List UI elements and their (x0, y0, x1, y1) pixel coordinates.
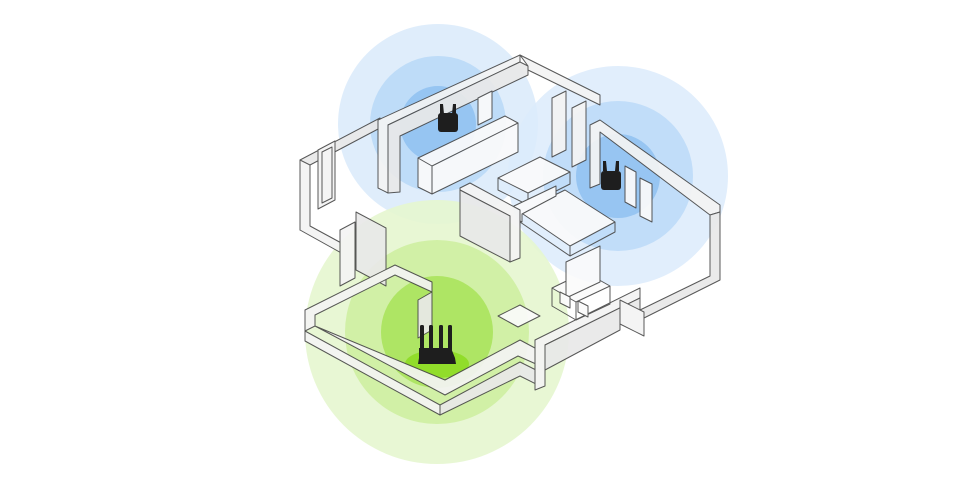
house-outline (299, 54, 721, 416)
left-door-leaf (355, 211, 387, 287)
right-room-window (639, 177, 653, 223)
wifi-extender-icon (438, 104, 458, 132)
tv-screen (565, 245, 601, 299)
bottom-room-back-wall (304, 264, 433, 332)
tv-stand-drawers (559, 291, 589, 318)
center-partition-face (459, 189, 511, 263)
top-room-wall-panel (477, 90, 493, 126)
wifi-extender-icon (601, 161, 621, 190)
top-room-right-wall (519, 54, 601, 106)
doorway-panel-left (551, 90, 567, 158)
router-icon (418, 325, 456, 364)
right-corner-post (619, 299, 645, 337)
bottom-room-step (497, 304, 541, 328)
right-room-closet (624, 165, 637, 209)
left-door-frame (339, 221, 356, 287)
doorway-panel-right (571, 100, 587, 168)
left-window-frame (321, 146, 333, 204)
top-room-back-wall (387, 61, 529, 194)
top-room-cabinet-front (417, 122, 519, 194)
